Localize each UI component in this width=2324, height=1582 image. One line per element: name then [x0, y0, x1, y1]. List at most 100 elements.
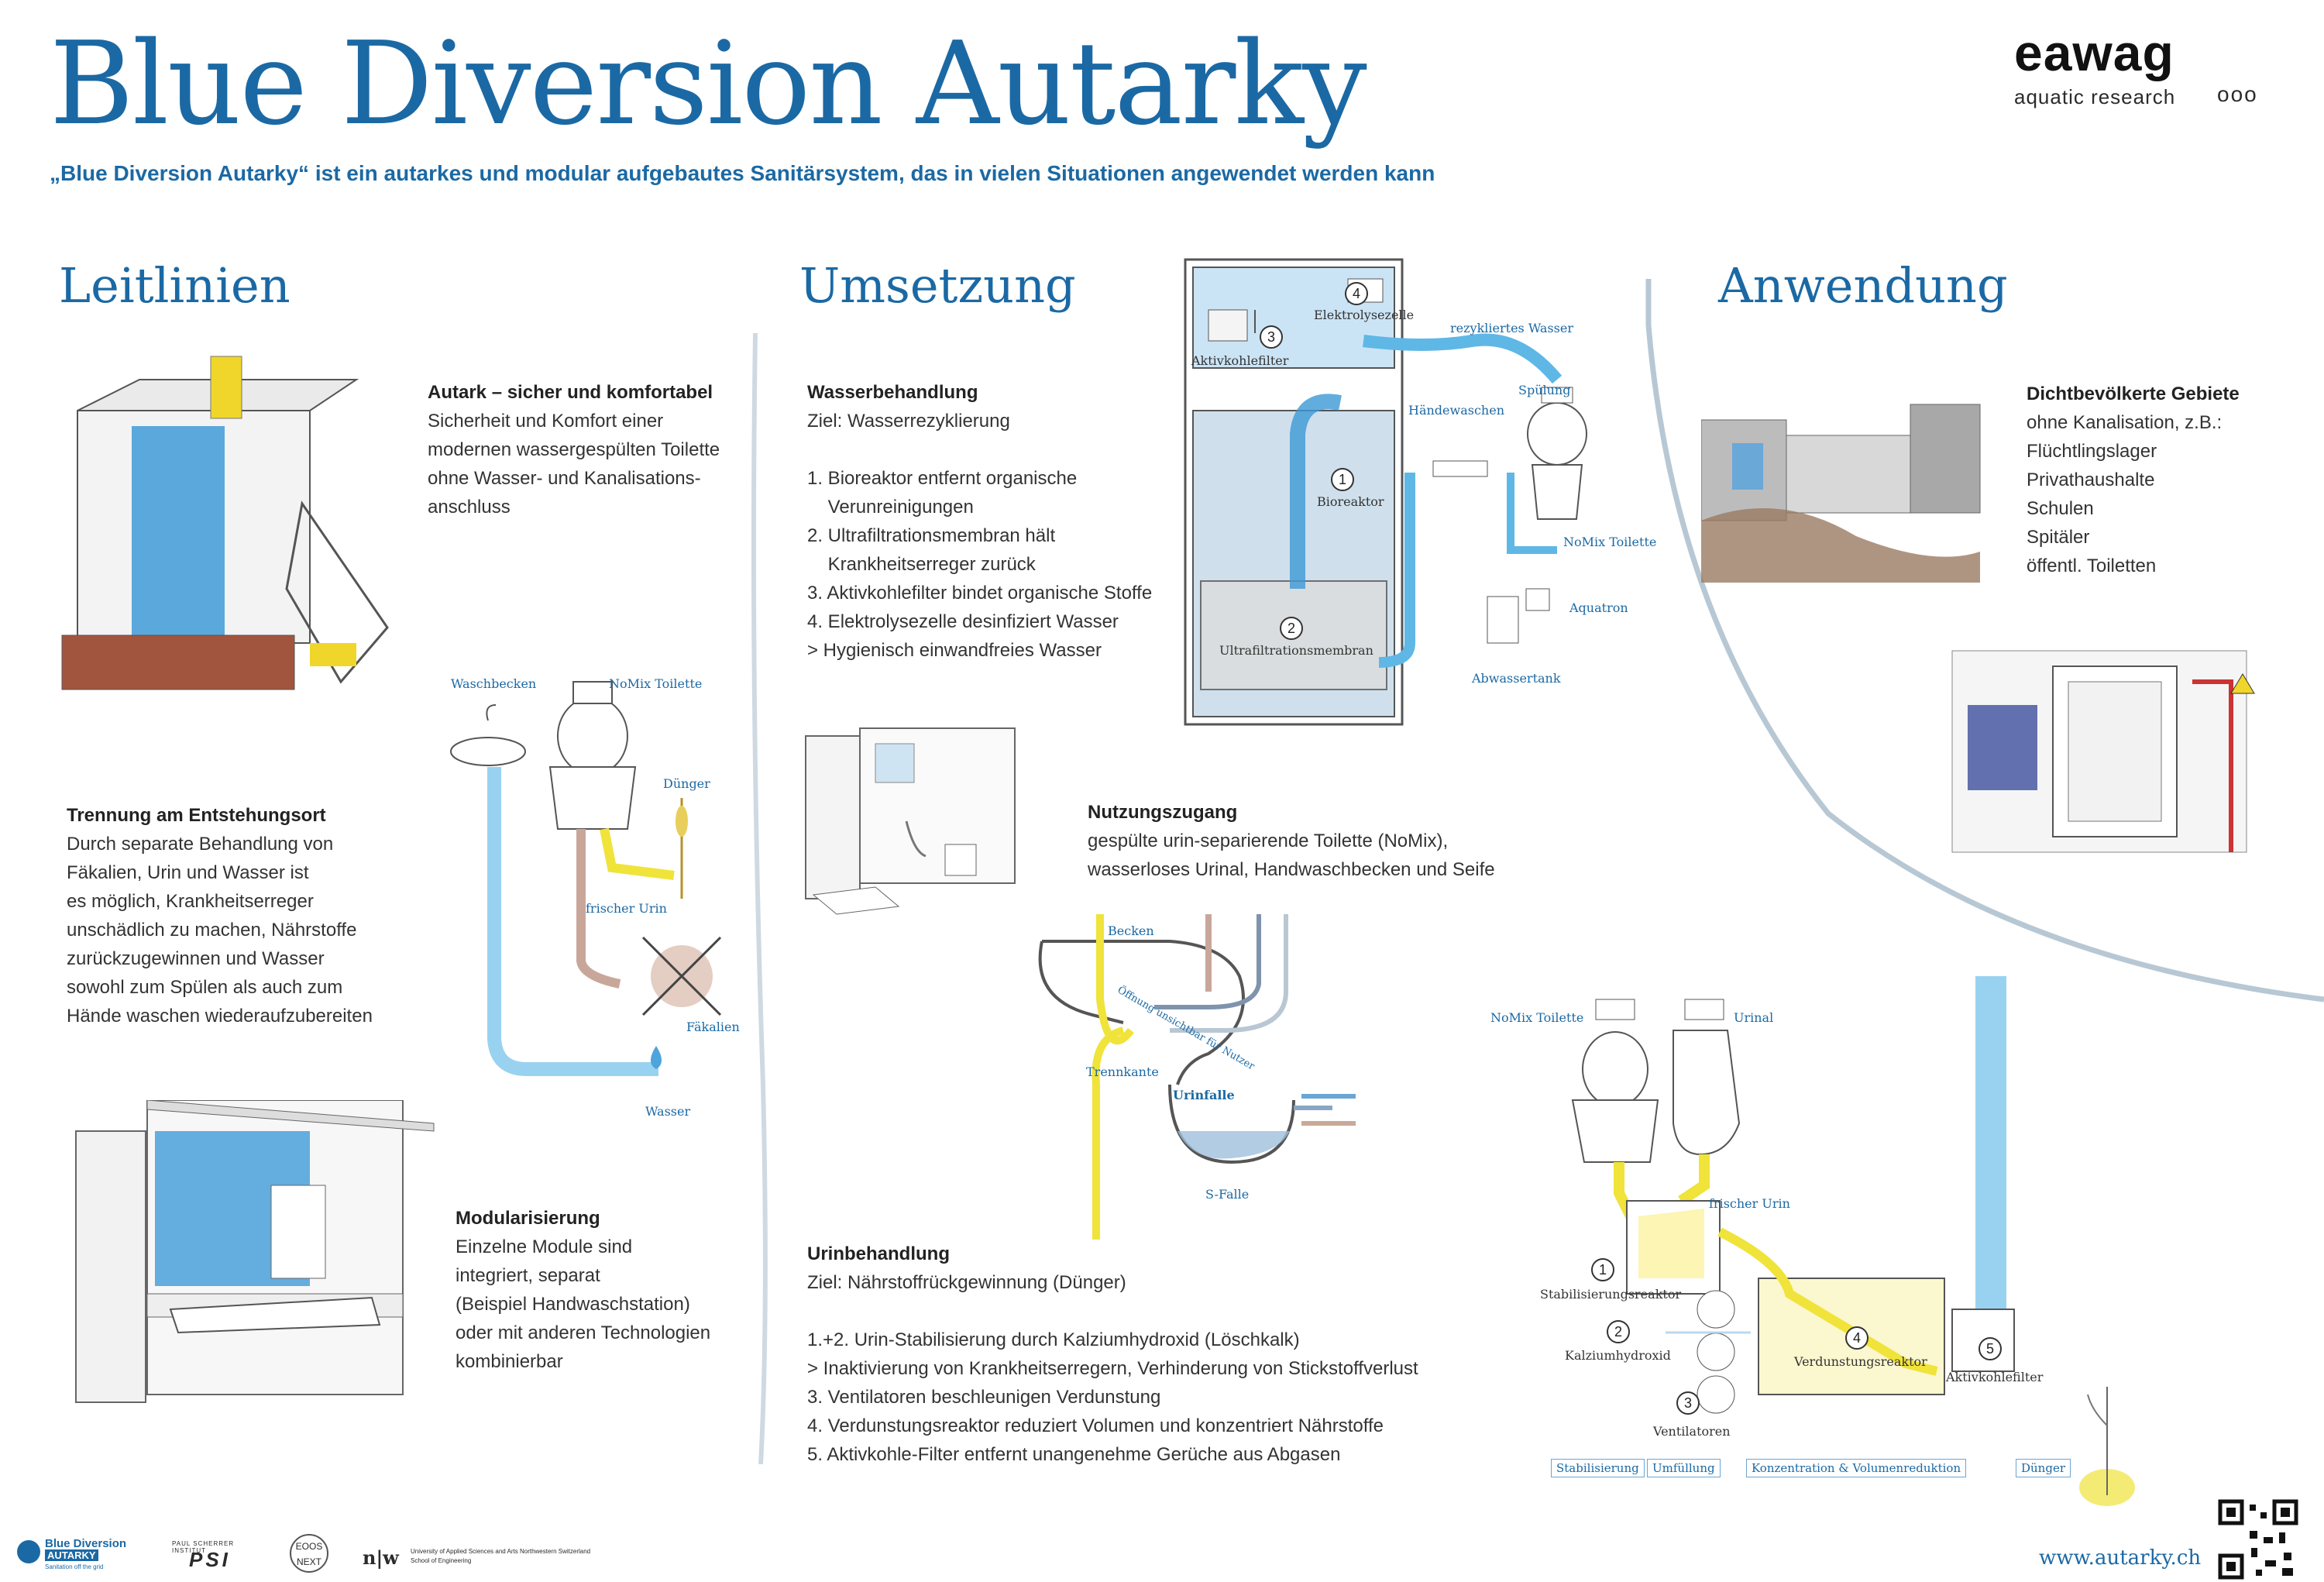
wasser-heading: Wasserbehandlung	[807, 382, 978, 403]
eoos-logo[interactable]: EOOS NEXT	[290, 1534, 328, 1573]
anwendung-heading: Dichtbevölkerte Gebiete	[2027, 383, 2240, 404]
label-urinal: Urinal	[1734, 1010, 1774, 1025]
handwash-station-illustration	[75, 1100, 435, 1403]
modular-line: integriert, separat	[456, 1265, 600, 1286]
plant-icon	[2079, 1387, 2135, 1506]
trennung-line: es möglich, Krankheitserreger	[67, 891, 314, 912]
urine-treatment-diagram	[1571, 976, 2015, 1414]
eawag-tagline: aquatic research	[2014, 85, 2176, 108]
urin-line: > Inaktivierung von Krankheitserregern, …	[807, 1358, 1418, 1379]
anwendung-line: Flüchtlingslager	[2027, 441, 2157, 462]
psi-logo[interactable]: PAUL SCHERRER INSTITUT PSI	[172, 1540, 265, 1571]
label-abwassertank: Abwassertank	[1472, 671, 1561, 686]
label-nomix-toilette-water: NoMix Toilette	[1563, 535, 1657, 549]
label-verdunstungsreaktor: Verdunstungsreaktor	[1794, 1354, 1927, 1369]
number-badge: 3	[1260, 325, 1283, 349]
nutzung-heading: Nutzungszugang	[1088, 802, 1238, 823]
label-trennkante: Trennkante	[1086, 1064, 1159, 1079]
anwendung-text: Dichtbevölkerte Gebiete ohne Kanalisatio…	[2027, 380, 2240, 580]
trennung-line: sowohl zum Spülen als auch zum	[67, 977, 343, 998]
blue-diversion-logo[interactable]: Blue Diversion AUTARKY Sanitation off th…	[17, 1537, 133, 1570]
nutzung-line: gespülte urin-separierende Toilette (NoM…	[1088, 831, 1449, 851]
urin-text: Urinbehandlung Ziel: Nährstoffrückgewinn…	[807, 1240, 1418, 1469]
label-aktivkohlefilter: Aktivkohlefilter	[1191, 353, 1289, 368]
train-toilet-illustration	[1951, 650, 2255, 853]
label-faekalien: Fäkalien	[686, 1020, 740, 1034]
section-leitlinien: Leitlinien	[59, 257, 290, 314]
fhnw-text: University of Applied Sciences and Arts …	[411, 1548, 591, 1555]
eawag-logo[interactable]: eawag aquatic research ooo	[2014, 23, 2278, 108]
stage-duenger: Dünger	[2016, 1459, 2071, 1477]
wasser-line	[807, 435, 1152, 464]
bd-logo-text: Blue Diversion	[45, 1537, 127, 1550]
wasser-line: Verunreinigungen	[807, 497, 974, 518]
section-anwendung: Anwendung	[1718, 257, 2008, 314]
fhnw-logo[interactable]: n|w	[363, 1546, 399, 1569]
label-kalziumhydroxid: Kalziumhydroxid	[1565, 1348, 1671, 1363]
autark-line: modernen wassergespülten Toilette	[428, 439, 720, 460]
page-subtitle: „Blue Diversion Autarky“ ist ein autarke…	[50, 161, 1435, 185]
label-urinfalle: Urinfalle	[1173, 1088, 1235, 1102]
nutzung-line: wasserloses Urinal, Handwaschbecken und …	[1088, 859, 1495, 880]
autark-heading: Autark – sicher und komfortabel	[428, 382, 713, 403]
label-ventilatoren: Ventilatoren	[1653, 1424, 1731, 1439]
label-nomix-toilette-urine: NoMix Toilette	[1490, 1010, 1584, 1025]
toilet-cross-section	[1038, 914, 1356, 1240]
label-frischer-urin-urine: frischer Urin	[1709, 1196, 1790, 1211]
wasser-line: 3. Aktivkohlefilter bindet organische St…	[807, 583, 1153, 604]
separation-diagram	[450, 681, 722, 1076]
modular-text: Modularisierung Einzelne Module sind int…	[456, 1204, 710, 1376]
label-aquatron: Aquatron	[1569, 600, 1628, 615]
urin-line: 5. Aktivkohle-Filter entfernt unangenehm…	[807, 1444, 1341, 1465]
page-title: Blue Diversion Autarky	[50, 17, 1367, 150]
modular-line: oder mit anderen Technologien	[456, 1322, 711, 1343]
anwendung-line: öffentl. Toiletten	[2027, 555, 2157, 576]
bd-logo-tagline: Sanitation off the grid	[45, 1563, 104, 1570]
label-nomix-toilette: NoMix Toilette	[609, 676, 703, 691]
bd-logo-autarky: AUTARKY	[45, 1549, 98, 1561]
urin-line: 4. Verdunstungsreaktor reduziert Volumen…	[807, 1415, 1384, 1436]
label-frischer-urin: frischer Urin	[586, 901, 667, 916]
number-badge: 1	[1331, 468, 1354, 491]
urin-line	[807, 1297, 1418, 1326]
wasser-line: Ziel: Wasserrezyklierung	[807, 411, 1010, 432]
trennung-line: unschädlich zu machen, Nährstoffe	[67, 920, 357, 941]
urin-line: Ziel: Nährstoffrückgewinnung (Dünger)	[807, 1272, 1126, 1293]
label-bioreaktor: Bioreaktor	[1317, 494, 1384, 509]
fhnw-school-text: School of Engineering	[411, 1557, 472, 1564]
anwendung-line: Schulen	[2027, 498, 2094, 519]
trennung-line: Durch separate Behandlung von	[67, 834, 334, 855]
label-duenger: Dünger	[663, 776, 710, 791]
bathroom-illustration	[805, 727, 1016, 915]
trennung-line: Fäkalien, Urin und Wasser ist	[67, 862, 309, 883]
label-rezykliertes-wasser: rezykliertes Wasser	[1450, 321, 1573, 335]
number-badge: 5	[1978, 1337, 2002, 1360]
qr-code-icon[interactable]	[2217, 1498, 2299, 1580]
wasser-line: 1. Bioreaktor entfernt organische	[807, 468, 1078, 489]
label-haendewaschen: Händewaschen	[1408, 403, 1504, 418]
wasser-line: > Hygienisch einwandfreies Wasser	[807, 640, 1102, 661]
autark-line: ohne Wasser- und Kanalisations-	[428, 468, 701, 489]
label-spuelung: Spülung	[1518, 383, 1571, 397]
autark-line: anschluss	[428, 497, 511, 518]
label-elektrolysezelle: Elektrolysezelle	[1314, 308, 1415, 322]
nutzung-text: Nutzungszugang gespülte urin-separierend…	[1088, 798, 1495, 884]
trennung-line: Hände waschen wiederaufzubereiten	[67, 1006, 373, 1027]
label-wasser: Wasser	[645, 1104, 691, 1119]
wasser-line: 2. Ultrafiltrationsmembran hält	[807, 525, 1056, 546]
psi-top-text: PAUL SCHERRER INSTITUT	[172, 1540, 235, 1554]
eawag-dots: ooo	[2217, 82, 2258, 106]
urin-line: 1.+2. Urin-Stabilisierung durch Kalziumh…	[807, 1329, 1300, 1350]
wasser-line: 4. Elektrolysezelle desinfiziert Wasser	[807, 611, 1119, 632]
modular-line: kombinierbar	[456, 1351, 563, 1372]
number-badge: 4	[1845, 1326, 1868, 1350]
slum-illustration	[1701, 404, 1981, 583]
stage-umfuellung: Umfüllung	[1647, 1459, 1721, 1477]
modular-heading: Modularisierung	[456, 1208, 600, 1229]
website-link[interactable]: www.autarky.ch	[2039, 1546, 2202, 1570]
autark-text: Autark – sicher und komfortabel Sicherhe…	[428, 378, 720, 521]
stage-konzentration: Konzentration & Volumenreduktion	[1746, 1459, 1967, 1477]
drop-icon	[17, 1540, 40, 1563]
urin-line: 3. Ventilatoren beschleunigen Verdunstun…	[807, 1387, 1161, 1408]
anwendung-line: Spitäler	[2027, 527, 2090, 548]
